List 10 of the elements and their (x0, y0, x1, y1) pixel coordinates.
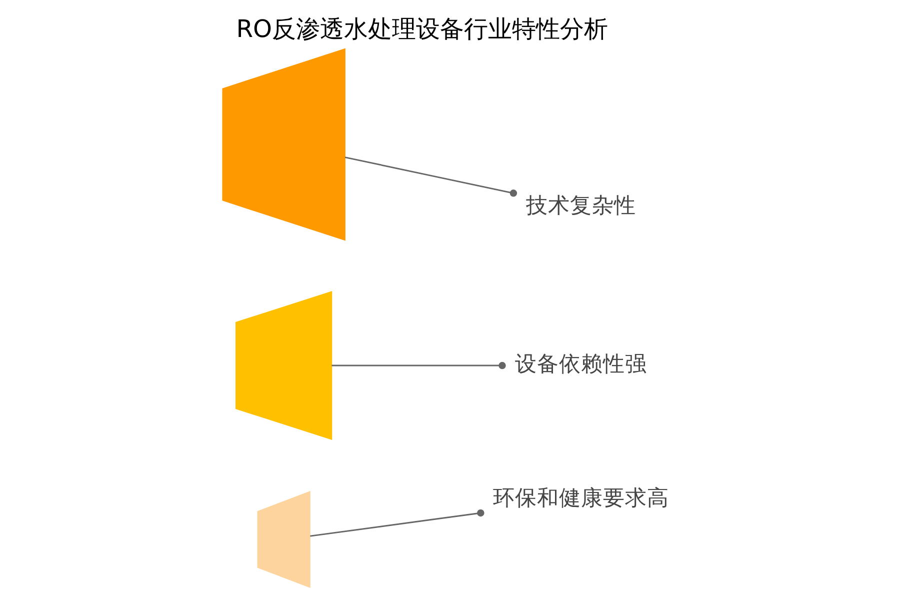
node-trapezoid (222, 48, 345, 241)
node-trapezoid (256, 490, 310, 588)
node-trapezoid (235, 291, 332, 440)
node-text: 设备依赖性强 (514, 352, 646, 377)
node-text: 技术复杂性 (525, 194, 636, 219)
diagram-title: RO反渗透水处理设备行业特性分析 (236, 15, 608, 44)
connector (310, 509, 484, 537)
node-text: 环保和健康要求高 (492, 486, 668, 511)
connector (331, 362, 506, 370)
connector (344, 156, 517, 197)
